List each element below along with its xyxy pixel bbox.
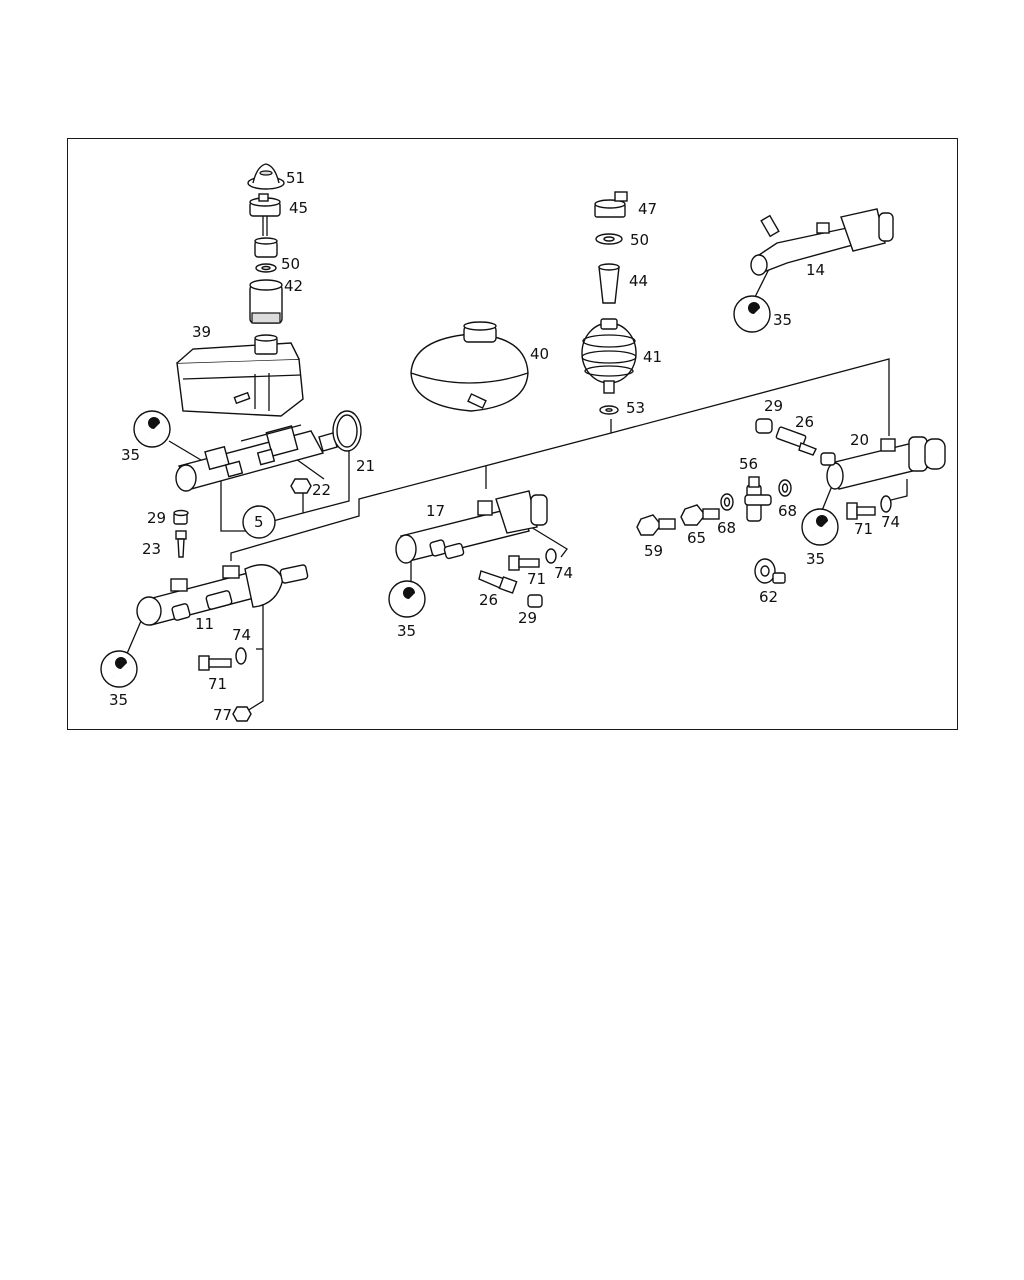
part-label: 11: [195, 615, 214, 633]
washer-74-left: [235, 647, 247, 665]
part-label: 35: [806, 550, 825, 568]
bolt-71-left: [198, 655, 232, 671]
wrench-icon: [733, 295, 771, 333]
washer-74-middle: [545, 548, 557, 564]
part-label: 5: [254, 513, 264, 531]
nut-22: [290, 478, 312, 494]
part-label: 71: [527, 570, 546, 588]
part-label: 44: [629, 272, 648, 290]
part-label: 29: [518, 609, 537, 627]
master-cylinder-14: [750, 208, 894, 276]
part-label: 71: [208, 675, 227, 693]
reservoir-cap-51: [247, 163, 285, 190]
accumulator-sphere-41: [581, 318, 637, 394]
part-label: 53: [626, 399, 645, 417]
parts-diagram-frame: 51 45 50 42 39 40 47 50 44 41 53 14 35 3…: [67, 138, 958, 730]
washer-74-right: [880, 495, 892, 513]
nut-77: [232, 706, 252, 722]
washer-68-a: [720, 493, 734, 511]
washer-68-b: [778, 479, 792, 497]
part-label: 29: [147, 509, 166, 527]
part-label: 68: [717, 519, 736, 537]
filter-42: [249, 279, 283, 324]
master-cylinder-17: [395, 490, 548, 564]
part-label: 35: [397, 622, 416, 640]
cap-29-right: [755, 418, 773, 434]
part-label: 26: [479, 591, 498, 609]
part-label: 35: [121, 446, 140, 464]
part-label: 39: [192, 323, 211, 341]
brake-fluid-reservoir-39: [176, 334, 304, 417]
part-label: 59: [644, 542, 663, 560]
part-label: 35: [109, 691, 128, 709]
part-label: 26: [795, 413, 814, 431]
wrench-icon: [388, 580, 426, 618]
part-label: 74: [232, 626, 251, 644]
brake-master-cylinder-exploded-diagram: 51 45 50 42 39 40 47 50 44 41 53 14 35 3…: [100, 163, 946, 724]
part-label: 71: [854, 520, 873, 538]
part-label: 14: [806, 261, 825, 279]
part-label: 50: [630, 231, 649, 249]
wrench-icon: [801, 508, 839, 546]
part-label: 41: [643, 348, 662, 366]
part-label: 21: [356, 457, 375, 475]
banjo-bolt-65: [680, 504, 720, 526]
part-label: 42: [284, 277, 303, 295]
part-label: 68: [778, 502, 797, 520]
part-label: 65: [687, 529, 706, 547]
fitting-59: [636, 514, 676, 536]
seal-ring-53: [599, 405, 619, 415]
seal-ring-50-left: [255, 263, 277, 273]
part-label: 51: [286, 169, 305, 187]
part-label: 40: [530, 345, 549, 363]
tee-fitting-56: [744, 476, 772, 522]
bleeder-23: [175, 530, 187, 558]
part-label: 47: [638, 200, 657, 218]
part-label: 29: [764, 397, 783, 415]
banjo-62: [754, 558, 786, 584]
part-label: 17: [426, 502, 445, 520]
part-label: 56: [739, 455, 758, 473]
master-cylinder-11: [136, 564, 309, 626]
ref-circle-5: [242, 505, 276, 539]
part-label: 74: [881, 513, 900, 531]
part-label: 45: [289, 199, 308, 217]
master-cylinder-upper-left: [175, 424, 338, 492]
part-label: 22: [312, 481, 331, 499]
reservoir-cap-45: [249, 193, 281, 258]
blank-page-area: [0, 760, 1024, 1280]
wrench-icon: [133, 410, 171, 448]
part-label: 77: [213, 706, 232, 724]
part-label: 20: [850, 431, 869, 449]
cap-29-left: [173, 509, 189, 525]
part-label: 50: [281, 255, 300, 273]
seal-ring-50-right: [595, 233, 623, 245]
bolt-71-middle: [508, 555, 540, 571]
o-ring-21: [332, 410, 362, 452]
wrench-icon: [100, 650, 138, 688]
sleeve-44: [598, 263, 620, 304]
master-cylinder-20: [820, 436, 946, 490]
part-label: 35: [773, 311, 792, 329]
part-label: 74: [554, 564, 573, 582]
part-label: 62: [759, 588, 778, 606]
bolt-71-right: [846, 502, 876, 520]
bleeder-26-right: [775, 426, 817, 456]
bleeder-26-middle: [478, 570, 518, 594]
cap-29-middle: [527, 594, 543, 608]
part-number-labels: 51 45 50 42 39 40 47 50 44 41 53 14 35 3…: [109, 169, 900, 724]
part-label: 23: [142, 540, 161, 558]
expansion-tank-40: [410, 321, 529, 412]
cap-47: [594, 191, 628, 218]
